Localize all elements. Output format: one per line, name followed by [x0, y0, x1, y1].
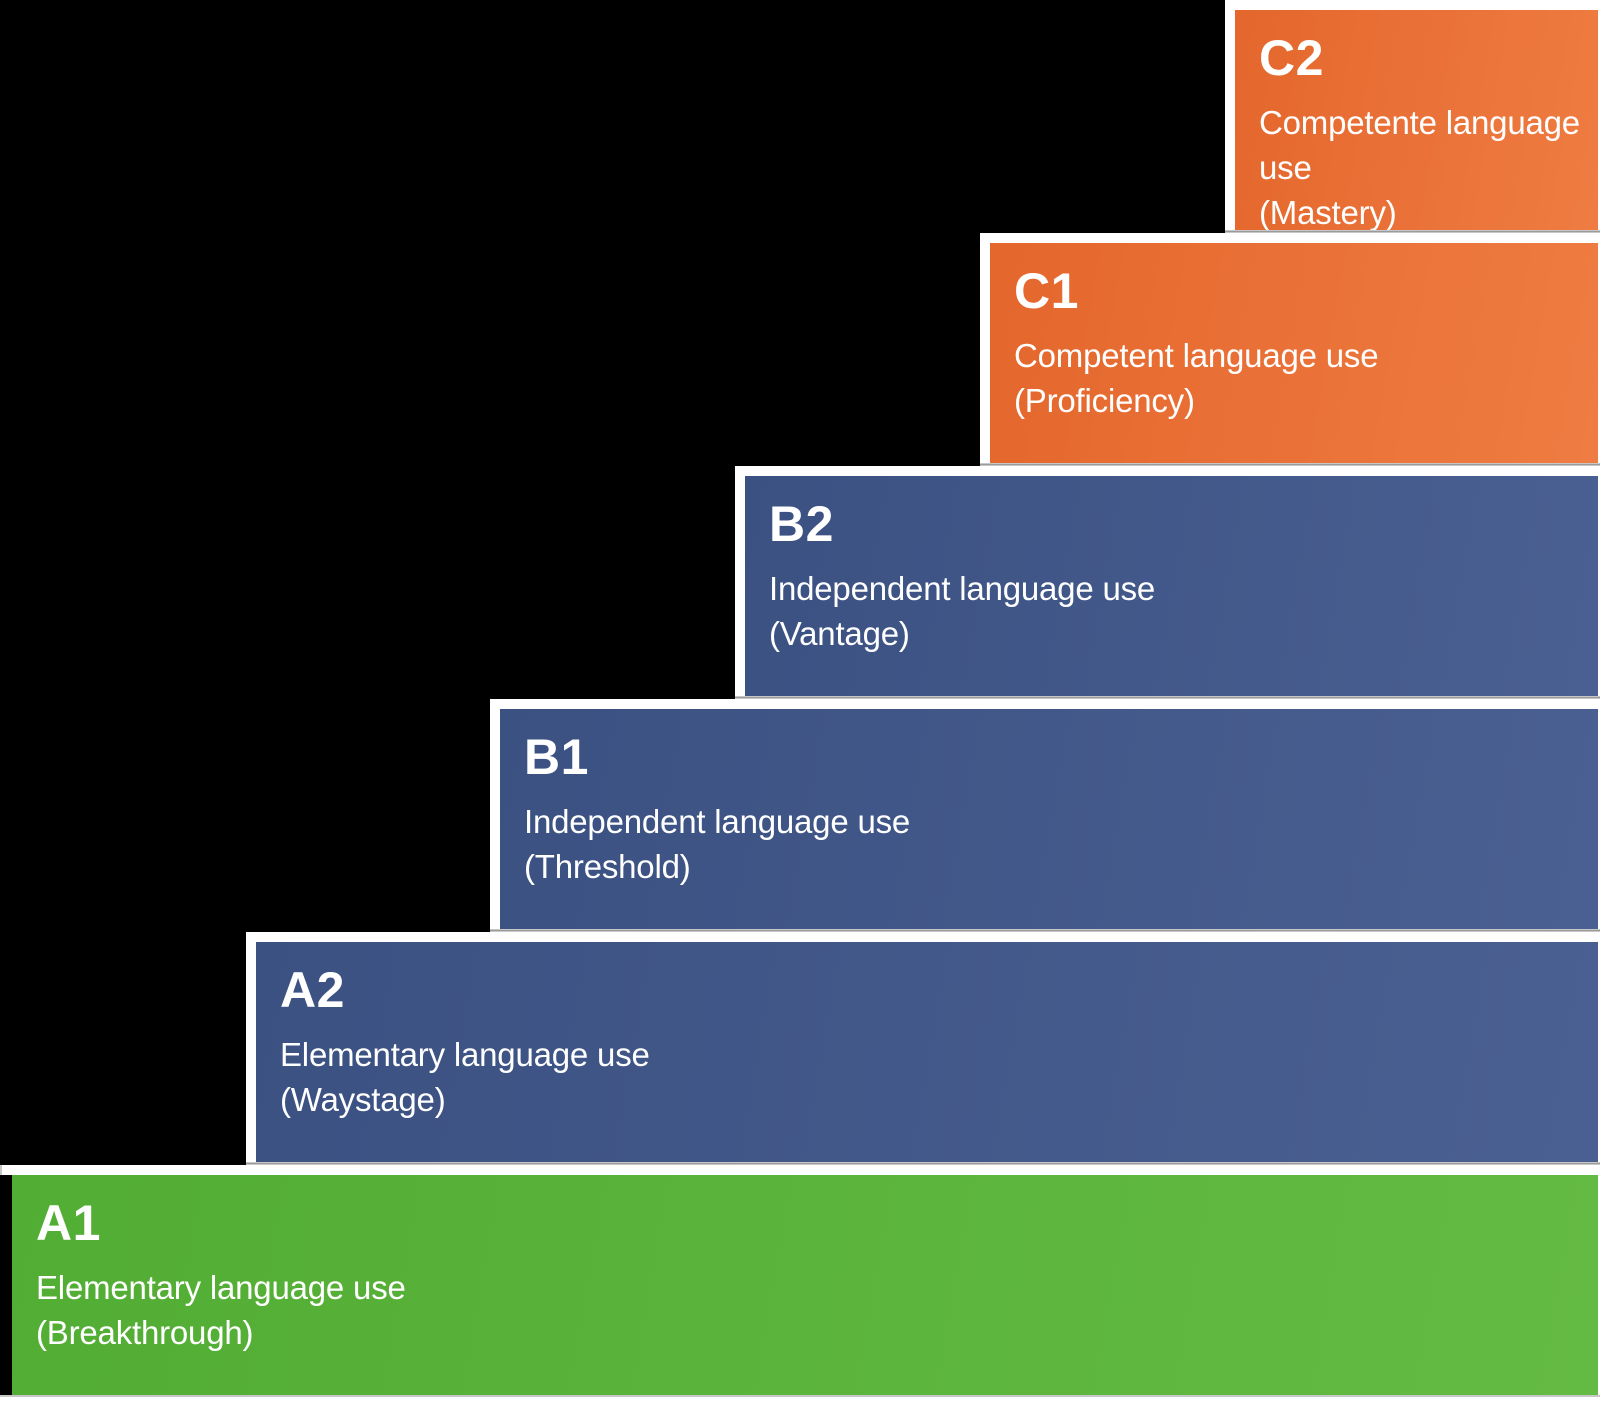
level-variant: (Threshold)	[524, 848, 691, 885]
level-block-a1-content: A1 Elementary language use (Breakthrough…	[12, 1175, 1598, 1395]
level-description: Independent language use	[524, 803, 911, 840]
negative-space-band	[0, 233, 980, 466]
level-block-c1: C1 Competent language use (Proficiency)	[980, 233, 1600, 463]
negative-space-band	[0, 932, 246, 1165]
level-block-c2-content: C2 Competente language use (Mastery)	[1235, 10, 1598, 230]
level-code: B1	[524, 729, 589, 785]
level-code: A1	[36, 1195, 101, 1251]
level-code: C2	[1259, 30, 1324, 86]
level-block-b2: B2 Independent language use (Vantage)	[735, 466, 1600, 696]
level-code: A2	[280, 962, 345, 1018]
level-variant: (Breakthrough)	[36, 1314, 254, 1351]
level-block-c2: C2 Competente language use (Mastery)	[1225, 0, 1600, 230]
level-block-a1: A1 Elementary language use (Breakthrough…	[2, 1165, 1600, 1395]
level-description: Competente language use	[1259, 104, 1580, 186]
level-code: C1	[1014, 263, 1079, 319]
negative-space-band	[0, 1175, 12, 1395]
level-block-b1-content: B1 Independent language use (Threshold)	[500, 709, 1598, 929]
level-description: Elementary language use	[36, 1269, 406, 1306]
level-block-c1-content: C1 Competent language use (Proficiency)	[990, 243, 1598, 463]
negative-space-band	[0, 699, 490, 932]
level-description: Competent language use	[1014, 337, 1379, 374]
negative-space-band	[0, 466, 735, 699]
level-description: Independent language use	[769, 570, 1156, 607]
level-variant: (Proficiency)	[1014, 382, 1195, 419]
level-variant: (Vantage)	[769, 615, 910, 652]
level-block-b1: B1 Independent language use (Threshold)	[490, 699, 1600, 929]
level-code: B2	[769, 496, 834, 552]
level-variant: (Mastery)	[1259, 194, 1397, 230]
level-description: Elementary language use	[280, 1036, 650, 1073]
level-block-b2-content: B2 Independent language use (Vantage)	[745, 476, 1598, 696]
level-block-a2-content: A2 Elementary language use (Waystage)	[256, 942, 1598, 1162]
level-block-a2: A2 Elementary language use (Waystage)	[246, 932, 1600, 1162]
negative-space-band	[0, 0, 1225, 233]
level-variant: (Waystage)	[280, 1081, 446, 1118]
